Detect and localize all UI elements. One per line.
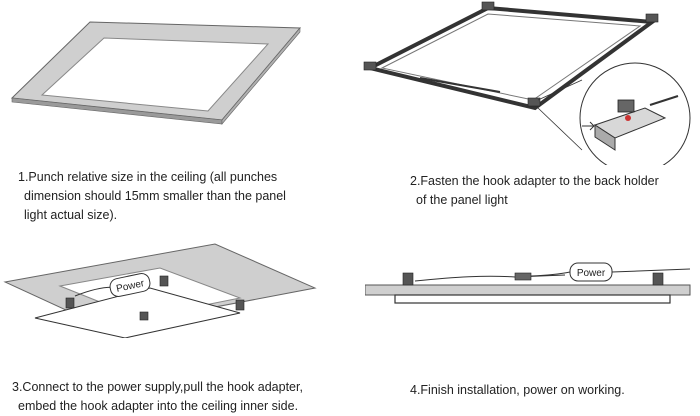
ceiling-board-side — [365, 284, 691, 296]
step1-caption: 1.Punch relative size in the ceiling (al… — [18, 168, 286, 225]
cable-to-power — [530, 271, 571, 277]
hook-adapter-icon — [402, 272, 664, 286]
step2-line1: 2.Fasten the hook adapter to the back ho… — [410, 174, 659, 188]
hook-detail-icon — [593, 95, 679, 151]
step3-caption: 3.Connect to the power supply,pull the h… — [12, 378, 303, 416]
arrow-icon — [582, 121, 595, 131]
connector — [514, 272, 532, 281]
step2-line2: of the panel light — [416, 193, 508, 207]
step2-caption: 2.Fasten the hook adapter to the back ho… — [410, 172, 659, 210]
power-label-fig4: Power — [577, 268, 606, 279]
zoom-line-1 — [537, 79, 583, 101]
zoom-line-2 — [537, 107, 583, 151]
power-tag-fig3 — [109, 273, 151, 297]
cable-out — [611, 268, 691, 273]
fig4-finished-side-view: Power — [365, 255, 695, 325]
hook-adapter-icon — [65, 275, 245, 321]
ceiling-board-right-edge — [221, 27, 301, 125]
step4-line1: 4.Finish installation, power on working. — [410, 383, 625, 397]
power-cable-side — [414, 274, 566, 282]
panel-cable — [419, 77, 501, 93]
step4-caption: 4.Finish installation, power on working. — [410, 381, 625, 400]
step3-line2: embed the hook adapter into the ceiling … — [18, 399, 299, 413]
hook-adapter-icon — [363, 1, 659, 107]
fig3-connect-embed: Power — [0, 238, 330, 338]
ceiling-hole — [40, 37, 270, 112]
fig1-ceiling-cutout — [0, 0, 320, 150]
fig2-panel-frame — [360, 0, 700, 165]
step1-line3: light actual size). — [24, 208, 118, 222]
step3-line1: 3.Connect to the power supply,pull the h… — [12, 380, 303, 394]
panel-light-below — [34, 287, 241, 338]
step1-line2: dimension should 15mm smaller than the p… — [24, 189, 286, 203]
step1-line1: 1.Punch relative size in the ceiling (al… — [18, 170, 278, 184]
panel-light-side — [394, 294, 671, 304]
